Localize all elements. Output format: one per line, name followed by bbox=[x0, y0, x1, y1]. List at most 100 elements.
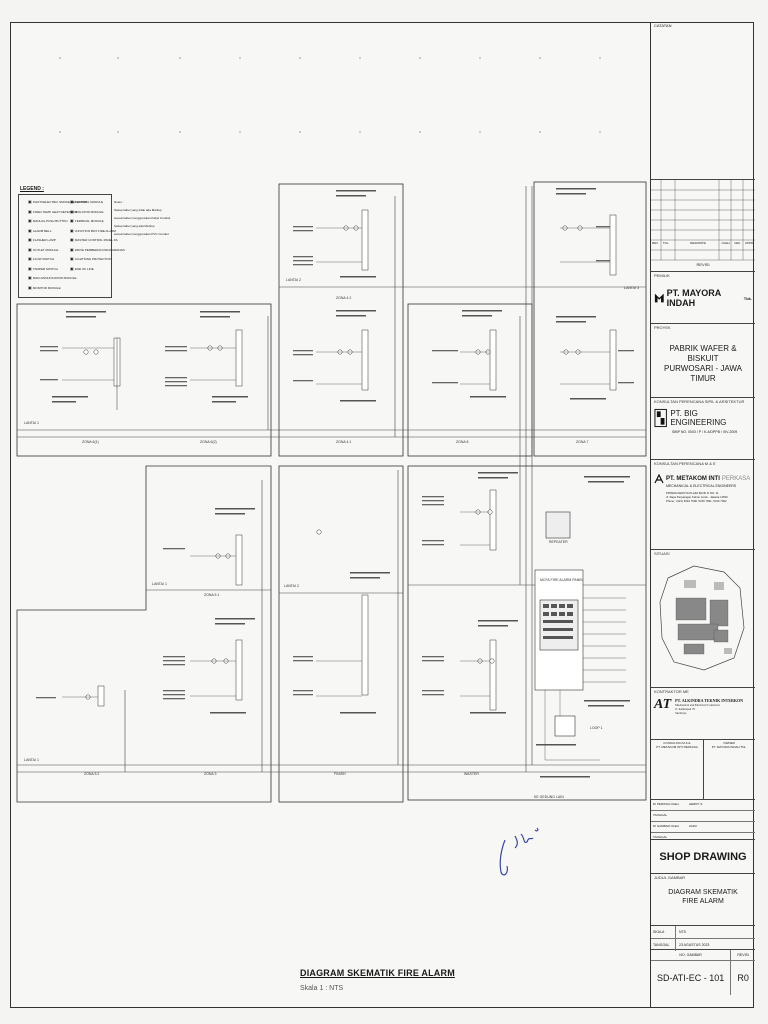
legend-item-label: CONTROL MODULE bbox=[74, 200, 104, 204]
meta-value bbox=[687, 811, 691, 821]
drawing-sheet bbox=[10, 22, 754, 1008]
legend-item-label: END OF LINE bbox=[74, 266, 94, 271]
legend-item-label: TERMINAL MODULE bbox=[74, 219, 104, 223]
legend-symbol-icon: ▣ bbox=[28, 256, 33, 261]
legend-item: ▣ MONITOR MODULE bbox=[28, 285, 61, 290]
approval-divider bbox=[703, 740, 704, 800]
legend-item-label: JUNCTION BOX FIRE ALARM bbox=[74, 228, 116, 233]
zone-label: ZONA 8 bbox=[456, 440, 469, 444]
approval-name: PT. MAYORA INDAH Tbk. bbox=[711, 745, 747, 749]
contractor-text: PT. ALKINDRA TEKNIK INTERKON Mechanical … bbox=[675, 698, 743, 715]
judul-text: DIAGRAM SKEMATIK FIRE ALARM bbox=[654, 888, 752, 906]
legend-item-label: PHOTOELECTRIC SMOKE DETECTOR bbox=[32, 200, 88, 204]
repeater-label: REPEATER bbox=[549, 540, 568, 544]
big-engineering-row: PT. BIG ENGINEERING bbox=[654, 408, 752, 428]
meta-cell: DI PERIKSA OLEH HERRY S. TANGGAL DI GAMB… bbox=[651, 800, 755, 840]
meta-row: TANGGAL bbox=[651, 833, 755, 842]
legend-item: ▣ MAIN ANNUNCIATOR MODULE bbox=[28, 275, 76, 280]
revisi-col-label: REVISI bbox=[737, 953, 749, 957]
contractor-sub: Mechanical and Electrical Contractor Jl.… bbox=[675, 703, 743, 715]
lantai-label: LANTAI 2 bbox=[286, 278, 301, 282]
cek-header: CEK bbox=[734, 241, 741, 245]
konsultan-me-cell: KONSULTAN PERENCANA M & E PT. METAKOM IN… bbox=[651, 460, 755, 550]
legend-item: ▣ TAMPER SWITCH bbox=[28, 266, 58, 271]
meta-key: DI PERIKSA OLEH bbox=[653, 802, 679, 806]
contractor-line: Mechanical and Electrical Contractor bbox=[675, 703, 721, 707]
legend-item: ▣ DRIVE PEMBERIAN PENGAMANAN bbox=[70, 247, 125, 252]
konsultan-sipil-cell: KONSULTAN PERENCANA SIPIL & ARSITEKTUR P… bbox=[651, 398, 755, 460]
approval-title: OWNER bbox=[723, 741, 735, 745]
legend-item: ▣ FIXED TEMP. HEAT DETECTOR bbox=[28, 209, 77, 214]
legend-title: LEGEND : bbox=[20, 186, 44, 192]
lantai-label: LANTAI 3 bbox=[624, 286, 639, 290]
skala-label: SKALA bbox=[651, 926, 676, 938]
zone-label: ZONA 6(1) bbox=[82, 440, 99, 444]
revision-table: REV TGL DESKRIPSI OLEH CEK APPD REVISI bbox=[651, 180, 755, 272]
legend-item: ▣ OUTLET MODULE bbox=[28, 247, 58, 252]
revisi-label: REVISI bbox=[696, 262, 710, 267]
legend-symbol-icon: ▣ bbox=[28, 284, 33, 290]
lantai-label: LANTAI 1 bbox=[24, 758, 39, 762]
tanggal-value: 23 AGUSTUS 2023 bbox=[679, 943, 710, 947]
legend-item: ▣ ISOLATOR MODULE bbox=[70, 209, 103, 214]
konsultan-sipil-sub: SIBP NO. 0003 / P / K-4/DPPB / XIV-2009 bbox=[672, 430, 738, 434]
meta-row: DI PERIKSA OLEH HERRY S. bbox=[651, 800, 755, 811]
no-gambar-label: NO. GAMBAR bbox=[651, 950, 732, 960]
proyek-label: PROYEK bbox=[654, 325, 671, 330]
legend-item: ▣ FLASHER LAMP bbox=[28, 237, 56, 242]
konsultan-me-label: KONSULTAN PERENCANA M & E bbox=[654, 461, 716, 466]
oleh-header: OLEH bbox=[721, 241, 730, 245]
legend-box bbox=[18, 194, 112, 298]
legend-item-label: FLASHER LAMP bbox=[32, 238, 56, 242]
mayora-logo-icon bbox=[654, 293, 664, 303]
legend-item: ▣ PHOTOELECTRIC SMOKE DETECTOR bbox=[28, 199, 87, 204]
legend-note: Setiap kabel yang tidak ada Markup bbox=[114, 208, 162, 212]
situasi-cell: SITUASI bbox=[651, 550, 755, 688]
legend-item: ▣ JUNCTION BOX FIRE ALARM bbox=[70, 228, 116, 233]
skala-tanggal-cell: SKALA NTS TANGGAL 23 AGUSTUS 2023 bbox=[651, 926, 755, 951]
rev-header: REV bbox=[652, 241, 659, 245]
legend-item-label: MANUAL PUSH BUTTON bbox=[32, 219, 68, 223]
legend-item: ▣ CONTROL MODULE bbox=[70, 199, 103, 204]
contractor-line: Surabaya bbox=[675, 711, 687, 715]
approval-cell: KONSULTAN M & E PT. METAKOM INTI PERKASA… bbox=[651, 740, 755, 800]
judul-line-2: FIRE ALARM bbox=[682, 898, 724, 905]
meta-row: DI GAMBAR OLEH ZAINI bbox=[651, 822, 755, 833]
legend-symbol-icon: ▣ bbox=[70, 227, 75, 233]
judul-cell: JUDUL GAMBAR DIAGRAM SKEMATIK FIRE ALARM bbox=[651, 874, 755, 926]
legend-symbol-icon: ▣ bbox=[70, 265, 75, 271]
kontraktor-cell: KONTRAKTOR ME AT PT. ALKINDRA TEKNIK INT… bbox=[651, 688, 755, 740]
judul-label: JUDUL GAMBAR bbox=[654, 875, 686, 880]
zone-label: ZONA 4.1 bbox=[336, 440, 352, 444]
revision-grid bbox=[651, 180, 755, 261]
metakom-row: PT. METAKOM INTI PERKASA bbox=[654, 474, 752, 484]
legend-item: ▣ FLOW SWITCH bbox=[28, 256, 54, 261]
legend-symbol-icon: ▣ bbox=[28, 208, 33, 214]
lantai-label: LANTAI 1 bbox=[24, 421, 39, 425]
loop-label: LOOP 1 bbox=[590, 726, 603, 730]
legend-item-label: MONITOR MODULE bbox=[32, 285, 61, 290]
legend-item-label: ALARM BELL bbox=[32, 228, 52, 233]
legend-note: Notes : bbox=[114, 200, 124, 204]
no-gambar-row: SD-ATI-EC - 101 R0 bbox=[651, 961, 755, 995]
legend-item-label: DRIVE PEMBERIAN PENGAMANAN bbox=[74, 247, 125, 252]
owner-suffix: Tbk. bbox=[743, 295, 752, 301]
meta-value: ZAINI bbox=[689, 824, 697, 828]
catatan-cell: CATATAN bbox=[651, 22, 755, 180]
meta-key: TANGGAL bbox=[653, 835, 668, 839]
address-line: Jl. Raya Perjuangan Kebon Jeruk - Jakart… bbox=[666, 495, 728, 499]
contractor-logo: AT bbox=[654, 697, 672, 712]
legend-symbol-icon: ▣ bbox=[70, 218, 75, 223]
owner-logo-row: PT. MAYORA INDAH Tbk. bbox=[654, 288, 752, 308]
kontraktor-label: KONTRAKTOR ME bbox=[654, 689, 689, 694]
legend-item: ▣ MASTER CONTROL PANEL FA bbox=[70, 237, 118, 242]
drawing-number: SD-ATI-EC - 101 bbox=[651, 961, 732, 995]
legend-item: ▣ END OF LINE bbox=[70, 266, 94, 271]
tanggal-label: TANGGAL bbox=[651, 939, 676, 951]
legend-item: ▣ TERMINAL MODULE bbox=[70, 218, 104, 223]
legend-item-label: MASTER CONTROL PANEL FA bbox=[74, 238, 118, 242]
pemilik-label: PEMILIK bbox=[654, 273, 670, 278]
zone-label: ZONA 3 bbox=[204, 772, 217, 776]
meta-row: TANGGAL bbox=[651, 811, 755, 822]
